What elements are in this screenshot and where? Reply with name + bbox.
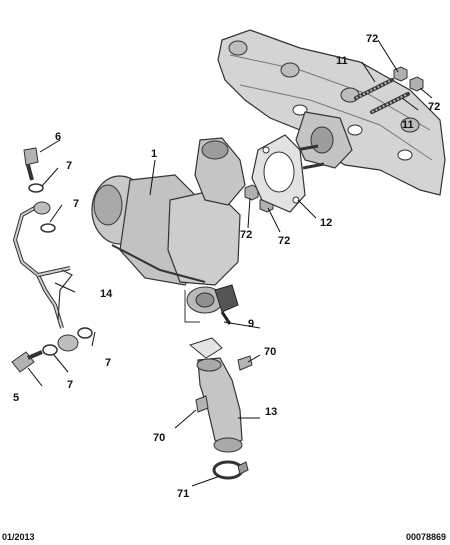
callout-5: 5 xyxy=(13,392,19,404)
leader-lines xyxy=(27,39,433,487)
nut-72-c xyxy=(244,184,259,201)
callout-71: 71 xyxy=(177,488,189,500)
manifold-gasket xyxy=(251,134,306,213)
callout-11-lower: 11 xyxy=(402,119,414,131)
callout-9: 9 xyxy=(248,318,254,330)
callout-7-upper: 7 xyxy=(66,160,72,172)
callout-12: 12 xyxy=(320,217,332,229)
oil-pipe xyxy=(13,203,73,329)
exhaust-manifold xyxy=(217,29,446,196)
turbocharger xyxy=(91,137,246,323)
callout-72-gasket-left: 72 xyxy=(240,229,252,241)
callout-11-upper: 11 xyxy=(336,55,348,67)
callout-6: 6 xyxy=(55,131,61,143)
footer-reference-number: 00078869 xyxy=(405,532,446,542)
callout-13: 13 xyxy=(265,406,277,418)
banjo-fitting-top xyxy=(33,201,51,215)
callout-70-right: 70 xyxy=(264,346,276,358)
banjo-fitting-bottom xyxy=(57,334,79,352)
callout-7-lower-right: 7 xyxy=(105,357,111,369)
callout-72-top: 72 xyxy=(366,33,378,45)
manifold-studs xyxy=(354,78,410,114)
nut-72-b xyxy=(409,76,424,92)
callout-72-right: 72 xyxy=(428,101,440,113)
footer-date: 01/2013 xyxy=(2,532,35,542)
callout-7-lower-left: 7 xyxy=(67,379,73,391)
callout-1: 1 xyxy=(151,148,157,160)
banjo-bolt-5 xyxy=(11,350,43,373)
callout-labels: 1 5 6 7 7 7 7 9 11 11 12 13 14 70 70 71 … xyxy=(13,33,440,500)
washers-7 xyxy=(28,183,93,356)
bolts-70 xyxy=(195,355,253,413)
clamp-71 xyxy=(212,460,249,480)
banjo-bolt-6 xyxy=(23,147,39,181)
callout-14: 14 xyxy=(100,288,113,300)
downpipe-elbow xyxy=(188,337,243,453)
callout-70-left: 70 xyxy=(153,432,165,444)
callout-72-gasket-right: 72 xyxy=(278,235,290,247)
sensor xyxy=(214,284,239,325)
callout-7-pipe: 7 xyxy=(73,198,79,210)
